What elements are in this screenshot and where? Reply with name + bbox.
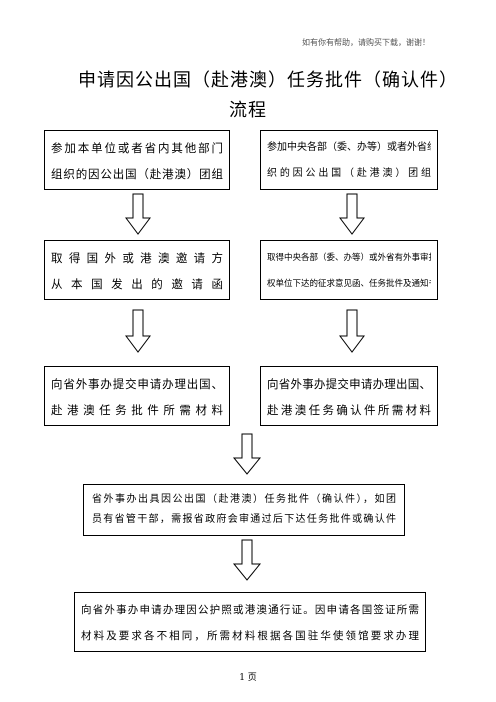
box-line: 参加中央各部（委、办等）或者外省组: [267, 142, 431, 153]
box-line: 向省外事办申请办理因公护照或港澳通行证。因申请各国签证所需: [81, 604, 419, 616]
box-line: 材料及要求各不相同，所需材料根据各国驻华使领馆要求办理: [81, 630, 419, 642]
down-arrow-icon: [232, 433, 262, 475]
box-line: 组织的因公出国（赴港澳）团组: [51, 167, 223, 181]
box-left-step3: 向省外事办提交申请办理出国、 赴港澳任务批件所需材料: [44, 366, 230, 426]
box-line: 织的因公出国（赴港澳）团组: [267, 168, 431, 179]
box-line: 参加本单位或者省内其他部门: [51, 141, 223, 155]
header-note: 如有你有帮助，请购买下载，谢谢！: [302, 38, 430, 47]
box-line: 从本国发出的邀请函: [51, 277, 223, 291]
box-line: 员有省管干部，需报省政府会审通过后下达任务批件或确认件: [92, 514, 396, 525]
page-title-line2: 流程: [229, 100, 267, 121]
box-line: 取得中央各部（委、办等）或外省有外事审批: [267, 253, 431, 263]
box-right-step2: 取得中央各部（委、办等）或外省有外事审批 权单位下达的征求意见函、任务批件及通知…: [260, 240, 438, 300]
page-title: 申请因公出国（赴港澳）任务批件（确认件）: [78, 70, 458, 91]
box-line: 向省外事办提交申请办理出国、: [267, 377, 431, 391]
box-line: 权单位下达的征求意见函、任务批件及通知书: [267, 279, 431, 289]
box-center-step4: 省外事办出具因公出国（赴港澳）任务批件（确认件），如团 员有省管干部，需报省政府…: [83, 484, 405, 536]
down-arrow-icon: [232, 539, 262, 581]
box-left-step1: 参加本单位或者省内其他部门 组织的因公出国（赴港澳）团组: [44, 130, 230, 190]
down-arrow-icon: [339, 309, 365, 353]
down-arrow-icon: [339, 193, 365, 235]
box-line: 省外事办出具因公出国（赴港澳）任务批件（确认件），如团: [92, 494, 396, 505]
page-number: 1 页: [239, 673, 257, 683]
box-center-step5: 向省外事办申请办理因公护照或港澳通行证。因申请各国签证所需 材料及要求各不相同，…: [74, 592, 426, 652]
box-line: 赴港澳任务确认件所需材料: [267, 403, 431, 417]
box-right-step1: 参加中央各部（委、办等）或者外省组 织的因公出国（赴港澳）团组: [260, 130, 438, 190]
down-arrow-icon: [125, 309, 151, 353]
box-line: 向省外事办提交申请办理出国、: [51, 377, 223, 391]
box-line: 取得国外或港澳邀请方: [51, 251, 223, 265]
box-line: 赴港澳任务批件所需材料: [51, 403, 223, 417]
box-right-step3: 向省外事办提交申请办理出国、 赴港澳任务确认件所需材料: [260, 366, 438, 426]
box-left-step2: 取得国外或港澳邀请方 从本国发出的邀请函: [44, 240, 230, 300]
down-arrow-icon: [125, 193, 151, 235]
